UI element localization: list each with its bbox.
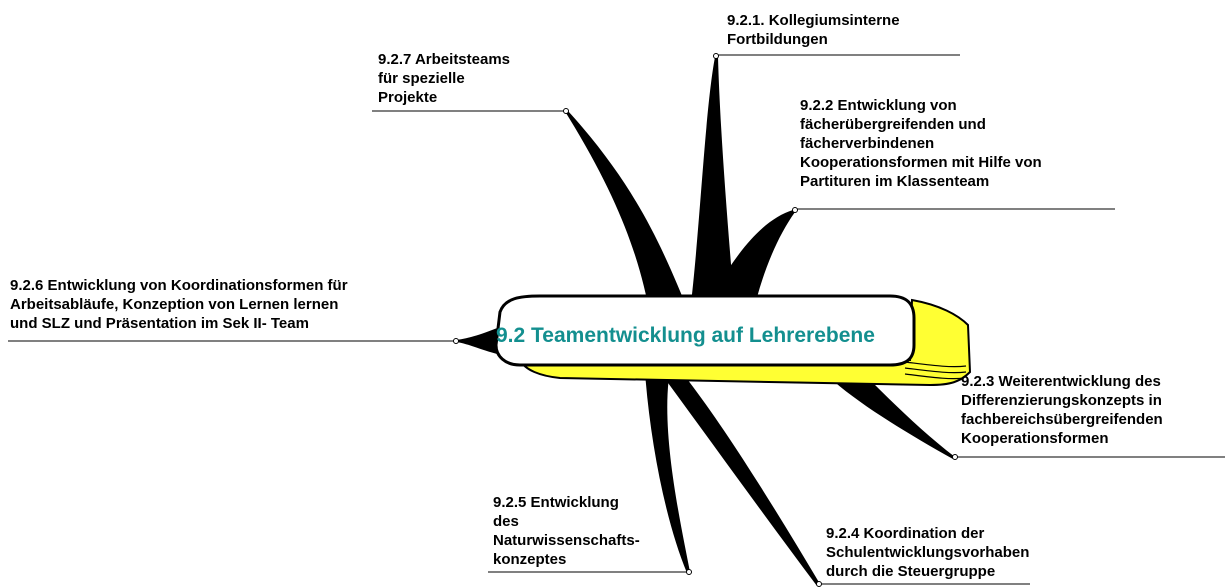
label-line: 9.2.3 Weiterentwicklung des (961, 373, 1161, 390)
branch-shapes (456, 57, 955, 586)
branch-label-922: 9.2.2 Entwicklung von fächerübergreifend… (800, 96, 1042, 191)
branch-924 (660, 370, 820, 586)
label-line: Projekte (378, 89, 438, 106)
label-line: fächerübergreifenden und (800, 116, 986, 133)
label-line: des (493, 513, 519, 530)
label-line: fächerverbindenen (800, 135, 935, 152)
label-line: 9.2.2 Entwicklung von (800, 97, 957, 114)
branch-925 (645, 370, 690, 573)
branch-923 (830, 370, 955, 459)
label-line: fachbereichsübergreifenden (961, 411, 1163, 428)
branch-label-927: 9.2.7 Arbeitsteams für spezielle Projekt… (378, 50, 510, 107)
label-line: Differenzierungskonzepts in (961, 392, 1162, 409)
label-line: Partituren im Klassenteam (800, 173, 990, 190)
label-line: durch die Steuergruppe (826, 563, 996, 580)
branch-label-924: 9.2.4 Koordination der Schulentwicklungs… (826, 524, 1029, 581)
label-line: 9.2.4 Koordination der (826, 525, 985, 542)
branch-label-923: 9.2.3 Weiterentwicklung des Differenzier… (961, 372, 1163, 448)
label-line: Arbeitsabläufe, Konzeption von Lernen le… (10, 296, 339, 313)
branch-921 (690, 57, 735, 312)
label-line: Kooperationsformen (961, 430, 1109, 447)
connector-dots (453, 53, 958, 587)
label-line: Kooperationsformen mit Hilfe von (800, 154, 1042, 171)
label-line: Fortbildungen (727, 31, 828, 48)
branch-label-921: 9.2.1. Kollegiumsinterne Fortbildungen (727, 11, 900, 49)
label-line: Schulentwicklungsvorhaben (826, 544, 1030, 561)
center-box-stripes (904, 361, 967, 380)
branch-label-926: 9.2.6 Entwicklung von Koordinationsforme… (10, 276, 348, 333)
label-line: und SLZ und Präsentation im Sek II- Team (10, 315, 309, 332)
center-box-front (494, 294, 916, 367)
center-node (494, 294, 972, 387)
label-line: 9.2.1. Kollegiumsinterne (727, 12, 900, 29)
underlines (8, 54, 1225, 585)
label-line: konzeptes (493, 551, 567, 568)
branch-label-925: 9.2.5 Entwicklung des Naturwissenschafts… (493, 493, 640, 569)
center-title: 9.2 Teamentwicklung auf Lehrerebene (496, 324, 875, 347)
label-line: 9.2.5 Entwicklung (493, 494, 619, 511)
label-line: 9.2.7 Arbeitsteams (378, 51, 511, 68)
label-line: 9.2.6 Entwicklung von Koordinationsforme… (10, 277, 348, 294)
label-line: Naturwissenschafts- (493, 532, 640, 549)
branch-926 (456, 325, 505, 356)
label-line: für spezielle (378, 70, 465, 87)
branch-922 (700, 210, 795, 318)
branch-927 (566, 111, 690, 315)
